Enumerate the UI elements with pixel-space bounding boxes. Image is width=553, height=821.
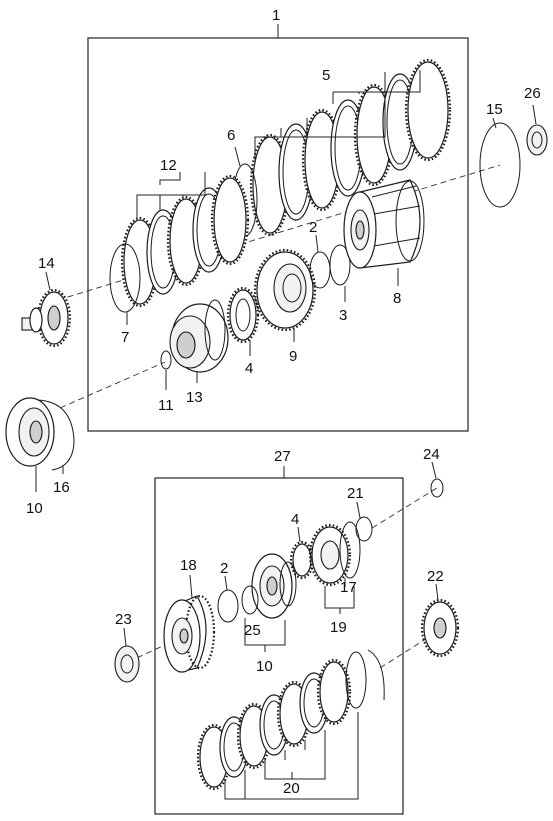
callout-4b: 4 [291,511,299,528]
thrust-washer-26 [526,124,548,156]
seal-16 [37,399,75,471]
callout-13: 13 [186,389,203,406]
lower-left-axis-line [59,361,166,409]
planetary-gear-17 [308,521,361,587]
callout-16: 16 [53,479,70,496]
roller-bearing-4b [289,540,315,580]
callout-9: 9 [289,348,297,365]
snap-ring-21 [355,516,373,542]
callout-24: 24 [423,446,440,463]
thrust-washer-23 [114,645,140,683]
callout-1: 1 [272,7,280,24]
callout-3: 3 [339,307,347,324]
lower-assembly-frame [154,477,404,815]
callout-18: 18 [180,557,197,574]
lower-axis-line-3 [379,629,441,669]
callout-17: 17 [340,579,357,596]
callout-22: 22 [427,568,444,585]
snap-ring-3 [329,244,351,286]
callout-7: 7 [121,329,129,346]
callout-11: 11 [158,397,174,414]
seal-ring-25 [241,585,259,615]
callout-4a: 4 [245,360,253,377]
lower-axis-line [371,487,438,529]
callout-20: 20 [283,780,300,797]
snap-ring-15 [479,122,521,208]
roller-bearing-4 [226,286,260,344]
callout-8: 8 [393,290,401,307]
sun-gear-22 [420,598,460,658]
callout-6: 6 [227,127,235,144]
clutch-disc-stack-20 [196,649,385,791]
callout-10b: 10 [256,658,273,675]
drum-assembly-10b [251,553,297,619]
callout-12: 12 [160,157,177,174]
callout-25: 25 [244,622,261,639]
callout-27: 27 [274,448,291,465]
callout-5: 5 [322,67,330,84]
clutch-hub-13 [169,299,229,373]
callout-21: 21 [347,485,364,502]
output-gear-shaft-14 [21,288,72,348]
upper-axis-line [57,164,501,301]
callout-19: 19 [330,619,347,636]
drum-assembly-10 [5,397,55,467]
callout-2b: 2 [220,560,228,577]
small-snap-ring-11 [160,350,172,370]
ring-gear-18 [163,594,216,673]
clutch-disc-stack-12 [120,174,250,308]
thrust-washer-24 [430,478,444,498]
clutch-disc-stack-5 [249,58,452,237]
clutch-drum-9 [253,248,317,332]
seal-ring-2a [309,251,331,289]
callout-14: 14 [38,255,55,272]
callout-15: 15 [486,101,503,118]
clutch-housing-8 [343,179,425,269]
seal-ring-2b [217,589,239,623]
callout-2a: 2 [309,219,317,236]
callout-23: 23 [115,611,132,628]
snap-ring-7 [109,243,141,313]
callout-10a: 10 [26,500,43,517]
callout-26: 26 [524,85,541,102]
